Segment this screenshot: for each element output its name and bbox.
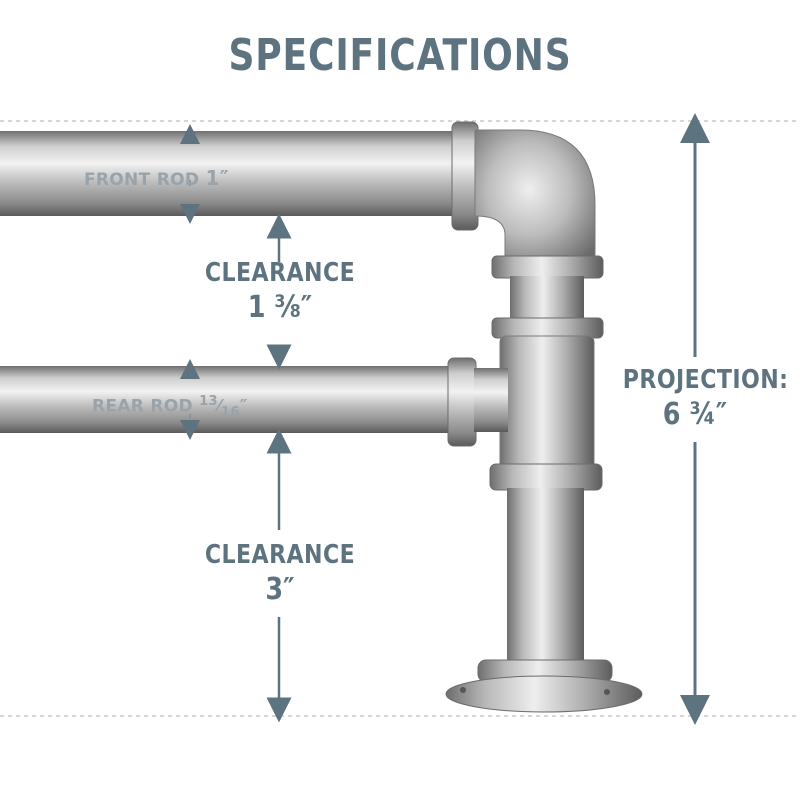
clearance-bottom-word: CLEARANCE xyxy=(204,540,356,570)
upper-ring xyxy=(491,255,604,279)
rear-rod-collar xyxy=(447,357,477,447)
front-rod-label-text: FRONT ROD xyxy=(84,170,200,190)
rear-rod-label: REAR ROD 13⁄16″ xyxy=(92,394,248,420)
page-title: SPECIFICATIONS xyxy=(228,30,572,81)
projection-label: PROJECTION: 6 ¾″ xyxy=(622,365,789,432)
front-rod-label: FRONT ROD 1″ xyxy=(84,166,229,190)
wall-flange xyxy=(445,675,643,713)
rear-rod-size-numerator: 13 xyxy=(199,394,218,409)
wall-post xyxy=(507,488,584,668)
rear-rod-stub xyxy=(474,368,508,432)
rear-rod-label-text: REAR ROD xyxy=(92,396,193,417)
front-rod-size: 1″ xyxy=(205,166,229,190)
clearance-bottom-label: CLEARANCE 3″ xyxy=(195,540,365,607)
projection-word: PROJECTION: xyxy=(622,365,789,395)
clearance-top-value: 1 ⅜″ xyxy=(247,290,313,325)
rear-rod-size-slash: ⁄ xyxy=(217,396,221,417)
middle-ring xyxy=(491,317,604,339)
clearance-bottom-value: 3″ xyxy=(265,572,295,607)
clearance-top-label: CLEARANCE 1 ⅜″ xyxy=(195,258,365,325)
rear-rod-size-denominator: 16 xyxy=(220,405,240,421)
rear-rod xyxy=(0,366,456,433)
elbow-fitting xyxy=(474,129,596,263)
tee-fitting xyxy=(499,335,595,471)
screw-hole-right xyxy=(604,689,610,695)
screw-hole-left xyxy=(460,687,466,693)
clearance-top-word: CLEARANCE xyxy=(204,258,356,288)
lower-ring xyxy=(489,463,603,491)
projection-value: 6 ¾″ xyxy=(662,397,728,432)
front-rod xyxy=(0,131,460,216)
short-pipe xyxy=(510,276,584,322)
rear-rod-size-mark: ″ xyxy=(239,396,248,417)
front-rod-collar xyxy=(451,121,479,231)
